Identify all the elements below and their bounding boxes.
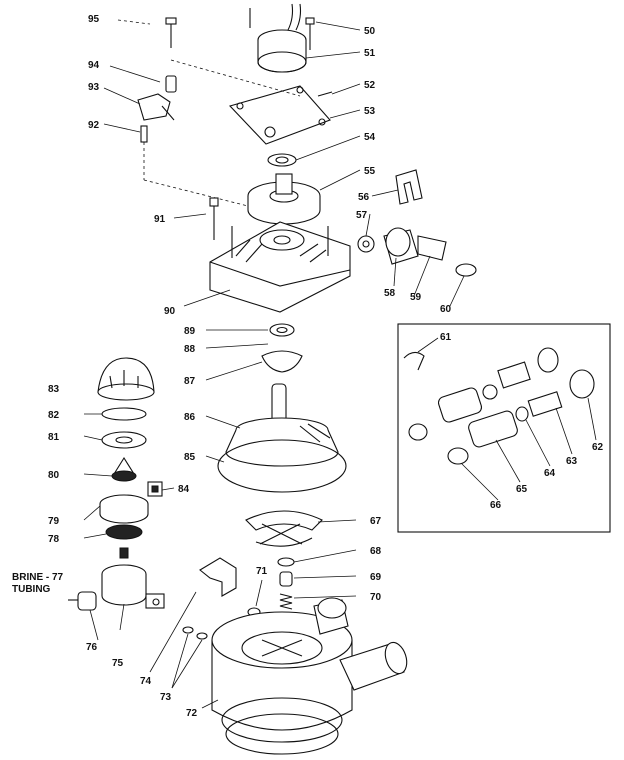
label-60: 60 [440,304,452,315]
diaphragm-assembly [217,383,347,617]
label-94: 94 [88,60,100,71]
label-53: 53 [364,106,376,117]
label-85: 85 [184,452,196,463]
label-81: 81 [48,432,60,443]
inset-detail [397,323,611,533]
label-76: 76 [86,642,98,653]
brine-valve-assembly [68,357,165,611]
inset-label-62: 62 [592,442,604,453]
label-54: 54 [364,132,376,143]
label-83: 83 [48,384,60,395]
label-92: 92 [88,120,100,131]
label-73: 73 [160,692,172,703]
label-95: 95 [88,14,100,25]
label-68: 68 [370,546,382,557]
label-82: 82 [48,410,60,421]
label-70: 70 [370,592,382,603]
part-labels: 95 94 93 92 50 51 52 53 54 55 56 57 58 5… [12,14,604,719]
leader-lines [83,19,597,709]
label-52: 52 [364,80,376,91]
label-50: 50 [364,26,376,37]
label-brine-line2: TUBING [12,584,51,595]
label-88: 88 [184,344,196,355]
label-72: 72 [186,708,198,719]
label-57: 57 [356,210,368,221]
label-91: 91 [154,214,166,225]
valve-housing [182,557,408,755]
label-75: 75 [112,658,124,669]
label-brine-line1: BRINE - 77 [12,572,64,583]
label-93: 93 [88,82,100,93]
label-59: 59 [410,292,422,303]
label-86: 86 [184,412,196,423]
label-80: 80 [48,470,60,481]
label-79: 79 [48,516,60,527]
label-84: 84 [178,484,190,495]
label-67: 67 [370,516,382,527]
inset-label-65: 65 [516,484,528,495]
label-90: 90 [164,306,176,317]
label-58: 58 [384,288,396,299]
label-55: 55 [364,166,376,177]
label-87: 87 [184,376,196,387]
label-74: 74 [140,676,152,687]
label-69: 69 [370,572,382,583]
motor-assembly [137,3,333,225]
inset-label-64: 64 [544,468,556,479]
label-56: 56 [358,192,370,203]
valve-cover-assembly [209,197,351,373]
label-51: 51 [364,48,376,59]
inset-label-61: 61 [440,332,452,343]
label-89: 89 [184,326,196,337]
inset-label-66: 66 [490,500,502,511]
injector-assembly [357,169,477,277]
label-78: 78 [48,534,60,545]
label-71: 71 [256,566,268,577]
inset-label-63: 63 [566,456,578,467]
